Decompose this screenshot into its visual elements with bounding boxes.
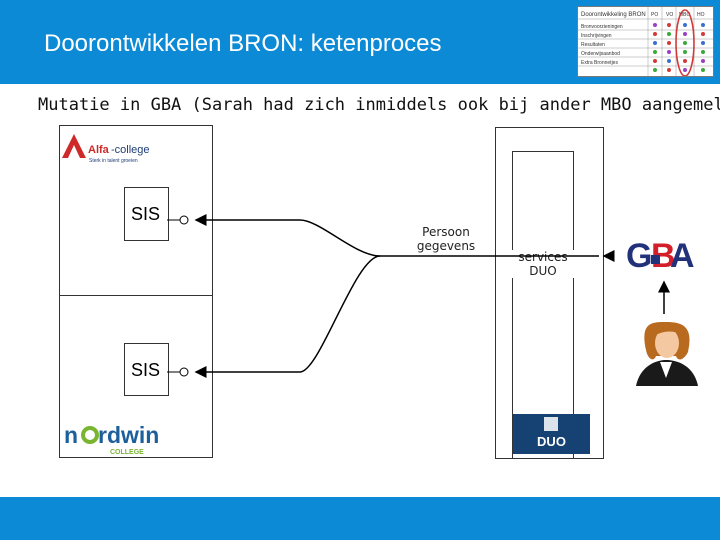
- avatar-body: [636, 360, 698, 386]
- thumb-highlight-ellipse: [675, 9, 695, 76]
- duo-logo: DUO: [513, 414, 590, 454]
- arrow-to-nordwin-sis: [194, 255, 381, 378]
- duo-services-column: [512, 151, 574, 459]
- sis-label-alfa: SIS: [130, 203, 160, 224]
- avatar-fringe: [654, 326, 682, 336]
- gba-logo-a: A: [670, 237, 695, 275]
- slide-header: Doorontwikkelen BRON: ketenproces Dooron…: [0, 0, 720, 84]
- gba-logo-square: [651, 255, 660, 264]
- thumb-header: Doorontwikkeling BRON: [581, 12, 646, 18]
- thumb-row-4: Onderwijsaanbod: [581, 51, 620, 57]
- duo-logo-crest: [544, 417, 558, 431]
- duo-logo-text: DUO: [537, 434, 566, 449]
- persoon-gegevens-text: Persoon gegevens: [416, 225, 476, 253]
- avatar-collar: [660, 362, 672, 378]
- slide-footer: [0, 497, 720, 540]
- slide-subtitle: Mutatie in GBA (Sarah had zich inmiddels…: [38, 95, 720, 115]
- sis-label-nordwin: SIS: [130, 359, 160, 380]
- thumb-col-ho: HO: [697, 12, 705, 18]
- overview-thumbnail: Doorontwikkeling BRON PO VO MBO HO Bronv…: [577, 6, 714, 77]
- thumb-row-1: Bronvoorzieningen: [581, 24, 623, 30]
- services-duo-text: services DUO: [518, 250, 568, 278]
- thumb-col-po: PO: [651, 12, 658, 18]
- sis-box-alfa: [124, 187, 169, 241]
- thumb-row-5: Extra Bronnetjes: [581, 60, 618, 66]
- gba-logo-b: B: [651, 237, 676, 275]
- overview-thumbnail-table: Doorontwikkeling BRON PO VO MBO HO Bronv…: [578, 7, 713, 76]
- gba-logo-g: G: [626, 237, 652, 275]
- thumb-status-dots: [653, 23, 705, 72]
- thumb-col-mbo: MBO: [679, 12, 691, 18]
- avatar-hair: [644, 322, 690, 360]
- thumb-col-vo: VO: [666, 12, 673, 18]
- thumb-row-2: Inschrijvingen: [581, 33, 612, 39]
- services-duo-label: services DUO: [510, 250, 576, 278]
- sis-box-nordwin: [124, 343, 169, 396]
- persoon-gegevens-label: Persoon gegevens: [408, 225, 484, 253]
- thumb-row-3: Resultaten: [581, 42, 605, 48]
- avatar-face: [655, 328, 679, 358]
- slide-title: Doorontwikkelen BRON: ketenproces: [44, 30, 442, 57]
